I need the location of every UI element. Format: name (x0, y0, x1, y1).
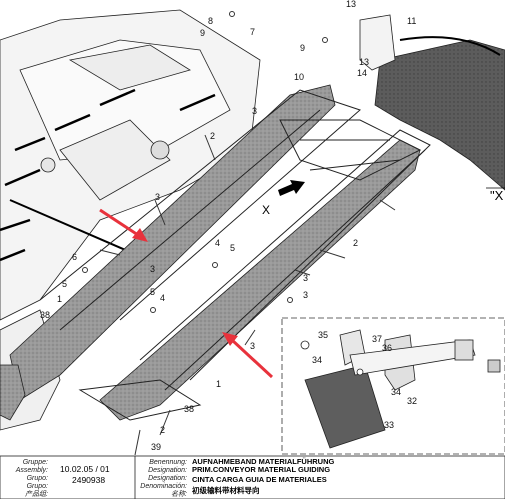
callout: 3 (303, 290, 308, 300)
callout: 4 (160, 293, 165, 303)
tb-desc-label-es: Denominación: (140, 483, 187, 490)
callout: 3 (155, 192, 160, 202)
red-arrow-upper (99, 208, 148, 242)
callout: 2 (210, 131, 215, 141)
callout: 34 (391, 387, 401, 397)
tb-desc-label-en: Designation: (148, 467, 187, 474)
callout: 34 (312, 355, 322, 365)
callout: 13 (359, 57, 369, 67)
callout: 6 (72, 252, 77, 262)
callout: 8 (208, 16, 213, 26)
fender-panel (374, 39, 505, 191)
section-marker: "X (490, 188, 504, 203)
callout: 1 (216, 379, 221, 389)
tb-desc-de: AUFNAHMEBAND MATERIALFÜHRUNG (192, 457, 335, 466)
callout: 11 (407, 16, 416, 26)
callout: 1 (57, 294, 62, 304)
callout: 33 (384, 420, 394, 430)
fender-arc (399, 36, 501, 56)
machine-slots (0, 88, 216, 262)
bracket-11 (359, 14, 396, 71)
tb-desc-label-fr: Designation: (148, 475, 187, 482)
tb-label-gruppe: Gruppe: (23, 459, 48, 466)
guide-frame (39, 89, 431, 421)
callout: 35 (318, 330, 328, 340)
tb-label-grupo-es: Grupo: (27, 483, 48, 490)
tb-label-assembly: Assembly: (15, 467, 48, 474)
view-label: X (262, 203, 270, 217)
tb-desc-cn: 初级输料带材料导向 (192, 485, 260, 495)
tb-part-number: 2490938 (72, 475, 105, 485)
fasteners (82, 11, 396, 456)
tb-desc-es: CINTA CARGA GUIA DE MATERIALES (192, 475, 327, 484)
tb-group-number: 10.02.05 / 01 (60, 464, 110, 474)
detail-inset-parts (300, 329, 501, 449)
red-arrow-lower (222, 332, 274, 379)
tb-label-grupo: Grupo: (27, 475, 48, 482)
side-plate (0, 364, 26, 421)
callout: 36 (382, 343, 392, 353)
callout: 13 (346, 0, 356, 9)
callout-numbers: 13 8 9 7 11 9 10 13 14 3 2 3 3 4 5 6 5 1… (40, 0, 417, 452)
callout: 2 (353, 238, 358, 248)
title-block: Gruppe: Assembly: Grupo: Grupo: 产品组: 10.… (0, 455, 505, 499)
callout: 14 (357, 68, 367, 78)
callout: 2 (160, 425, 165, 435)
callout: 5 (62, 279, 67, 289)
tb-desc-en: PRIM.CONVEYOR MATERIAL GUIDING (192, 465, 330, 474)
callout: 39 (151, 442, 161, 452)
callout: 4 (215, 238, 220, 248)
tb-desc-label-cn: 名称: (171, 490, 187, 498)
callout: 5 (230, 243, 235, 253)
callout: 3 (150, 264, 155, 274)
callout: 9 (300, 43, 305, 53)
view-direction-arrow (278, 180, 305, 196)
tb-label-cn: 产品组: (25, 490, 48, 498)
callout: 38 (184, 404, 194, 414)
tb-desc-label-de: Benennung: (149, 459, 187, 466)
callout: 10 (294, 72, 304, 82)
callout: 38 (40, 310, 50, 320)
callout: 3 (250, 341, 255, 351)
callout: 32 (407, 396, 417, 406)
callout: 9 (200, 28, 205, 38)
callout: 5 (150, 287, 155, 297)
callout: 3 (252, 106, 257, 116)
callout: 7 (250, 27, 255, 37)
callout: 3 (303, 273, 308, 283)
callout: 37 (372, 334, 382, 344)
